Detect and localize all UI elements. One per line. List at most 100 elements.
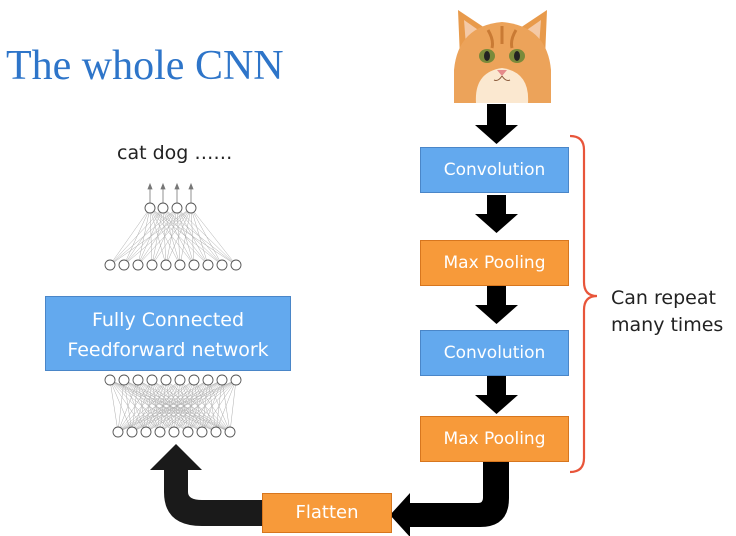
network-input-arrow: [150, 444, 262, 526]
down-arrow: [475, 286, 518, 324]
network-node: [171, 202, 183, 214]
fully-connected-line-2: Feedforward network: [67, 339, 269, 361]
network-node: [216, 259, 228, 271]
network-node: [196, 426, 208, 438]
network-connection: [145, 379, 237, 433]
output-labels: cat dog ……: [117, 142, 233, 164]
cat-image: [454, 0, 551, 103]
network-node: [210, 426, 222, 438]
network-node: [112, 426, 124, 438]
network-connection: [173, 379, 237, 433]
network-node: [104, 374, 116, 386]
repeat-note: Can repeat many times: [611, 285, 723, 339]
fully-connected-line-1: Fully Connected: [91, 309, 245, 331]
network-node: [132, 374, 144, 386]
network-connection: [179, 207, 192, 266]
network-node: [118, 259, 130, 271]
page-title: The whole CNN: [6, 43, 284, 89]
network-node: [216, 374, 228, 386]
down-arrow: [475, 376, 518, 414]
network-node: [144, 202, 156, 214]
max-pooling-step-2: Max Pooling: [420, 416, 569, 462]
convolution-step-2: Convolution: [420, 330, 569, 376]
network-connection: [109, 207, 178, 266]
network-connection: [117, 379, 139, 433]
network-node: [157, 202, 169, 214]
network-connection: [149, 207, 237, 266]
network-output-arrowhead: [160, 182, 166, 190]
network-connection: [149, 207, 195, 266]
network-connection: [131, 379, 237, 433]
network-connection: [117, 379, 223, 433]
network-node: [160, 374, 172, 386]
network-node: [230, 374, 242, 386]
network-node: [202, 374, 214, 386]
down-arrow: [475, 195, 518, 233]
network-node: [140, 426, 152, 438]
network-connection: [109, 207, 164, 266]
network-node: [118, 374, 130, 386]
network-node: [202, 259, 214, 271]
network-node: [132, 259, 144, 271]
network-connection: [187, 379, 237, 433]
network-connection: [149, 207, 223, 266]
convolution-step-1: Convolution: [420, 147, 569, 193]
network-node: [168, 426, 180, 438]
repeat-note-line-1: Can repeat: [611, 287, 716, 309]
network-node: [224, 426, 236, 438]
network-connection: [117, 379, 181, 433]
network-connection: [215, 379, 237, 433]
network-connection: [149, 207, 209, 266]
network-node: [154, 426, 166, 438]
network-connection: [117, 379, 153, 433]
network-connection: [190, 207, 209, 266]
network-connection: [117, 379, 195, 433]
down-arrow: [475, 104, 518, 144]
network-node: [185, 202, 197, 214]
network-node: [230, 259, 242, 271]
network-connection: [123, 207, 192, 266]
network-connection: [165, 207, 192, 266]
network-connection: [151, 207, 192, 266]
network-node: [104, 259, 116, 271]
network-connection: [149, 207, 153, 266]
network-connection: [201, 379, 237, 433]
flatten-input-arrow: [390, 462, 509, 536]
network-node: [174, 374, 186, 386]
network-connection: [109, 379, 119, 433]
network-connection: [190, 207, 195, 266]
network-connection: [109, 207, 151, 266]
network-output-arrowhead: [174, 182, 180, 190]
network-connection: [117, 379, 209, 433]
network-node: [146, 374, 158, 386]
network-node: [182, 426, 194, 438]
network-connection: [117, 379, 167, 433]
network-output-arrowhead: [147, 182, 153, 190]
network-connection: [123, 207, 151, 266]
network-node: [174, 259, 186, 271]
repeat-brace: [569, 134, 598, 474]
network-connection: [190, 207, 223, 266]
network-node: [188, 259, 200, 271]
fully-connected-box: Fully Connected Feedforward network: [45, 296, 291, 371]
network-output-arrowhead: [188, 182, 194, 190]
network-node: [146, 259, 158, 271]
max-pooling-step-1: Max Pooling: [420, 240, 569, 286]
repeat-note-line-2: many times: [611, 314, 724, 336]
network-connection: [149, 207, 181, 266]
network-connection: [137, 207, 151, 266]
network-node: [160, 259, 172, 271]
flatten-step: Flatten: [262, 493, 392, 533]
network-connection: [137, 207, 192, 266]
network-connection: [229, 379, 237, 433]
network-connection: [190, 207, 237, 266]
network-node: [126, 426, 138, 438]
network-connection: [117, 379, 237, 433]
network-connection: [117, 379, 125, 433]
network-connection: [159, 379, 237, 433]
network-node: [188, 374, 200, 386]
network-connection: [109, 207, 192, 266]
network-connection: [149, 207, 167, 266]
network-illustration: [104, 182, 242, 438]
